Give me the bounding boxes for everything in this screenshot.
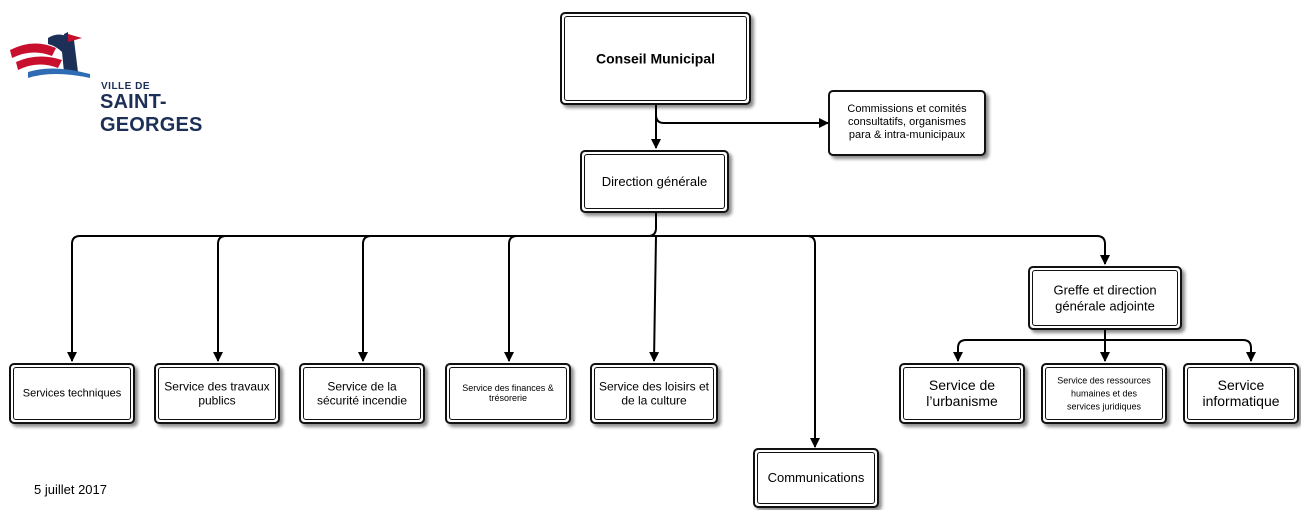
node-ressources-humaines: Service des ressources humaines et des s… xyxy=(1041,363,1167,424)
node-label: Service informatique xyxy=(1202,376,1280,410)
edge-communications xyxy=(806,235,820,448)
node-urbanisme: Service de l’urbanisme xyxy=(899,363,1025,424)
logo-emblem-icon xyxy=(10,32,90,78)
node-travaux-publics: Service des travaux publics xyxy=(154,363,280,424)
node-label: Commissions et comités consultatifs, org… xyxy=(847,103,967,142)
edge-techniques xyxy=(67,235,81,362)
node-securite-incendie: Service de la sécurité incendie xyxy=(299,363,425,424)
edge-conseil-commissions xyxy=(655,114,829,128)
date-label: 5 juillet 2017 xyxy=(34,482,107,497)
node-informatique: Service informatique xyxy=(1183,363,1299,424)
edge-urbanisme xyxy=(953,339,967,362)
logo-line1: VILLE DE xyxy=(101,81,151,92)
logo-line2: SAINT-GEORGES xyxy=(100,91,203,136)
node-communications: Communications xyxy=(753,448,879,508)
node-label: Service des ressources humaines et des s… xyxy=(1057,374,1151,412)
node-label: Services techniques xyxy=(22,386,122,399)
node-label: Direction générale xyxy=(601,173,708,189)
edge-loisirs xyxy=(649,235,660,362)
node-services-techniques: Services techniques xyxy=(9,363,135,424)
node-finances: Service des finances & trésorerie xyxy=(445,363,571,424)
node-conseil-municipal: Conseil Municipal xyxy=(560,12,751,105)
edge-finances xyxy=(504,235,518,362)
node-label: Service des loisirs et de la culture xyxy=(598,379,710,408)
node-label: Service des finances & trésorerie xyxy=(462,382,554,404)
node-greffe: Greffe et direction générale adjointe xyxy=(1028,266,1182,330)
edge-incendie xyxy=(358,235,372,362)
node-label: Communications xyxy=(767,470,865,486)
edge-greffe xyxy=(1096,235,1110,265)
node-direction-generale: Direction générale xyxy=(580,150,729,213)
node-commissions: Commissions et comités consultatifs, org… xyxy=(828,90,986,156)
node-label: Conseil Municipal xyxy=(595,50,715,67)
node-loisirs-culture: Service des loisirs et de la culture xyxy=(590,363,718,424)
node-label: Service de la sécurité incendie xyxy=(316,379,408,408)
node-label: Service de l’urbanisme xyxy=(926,376,998,410)
logo: VILLE DE SAINT-GEORGES xyxy=(8,28,248,136)
edge-informatique xyxy=(1242,339,1256,362)
node-label: Greffe et direction générale adjointe xyxy=(1053,282,1157,313)
edge-travaux xyxy=(213,235,227,362)
node-label: Service des travaux publics xyxy=(164,379,270,408)
